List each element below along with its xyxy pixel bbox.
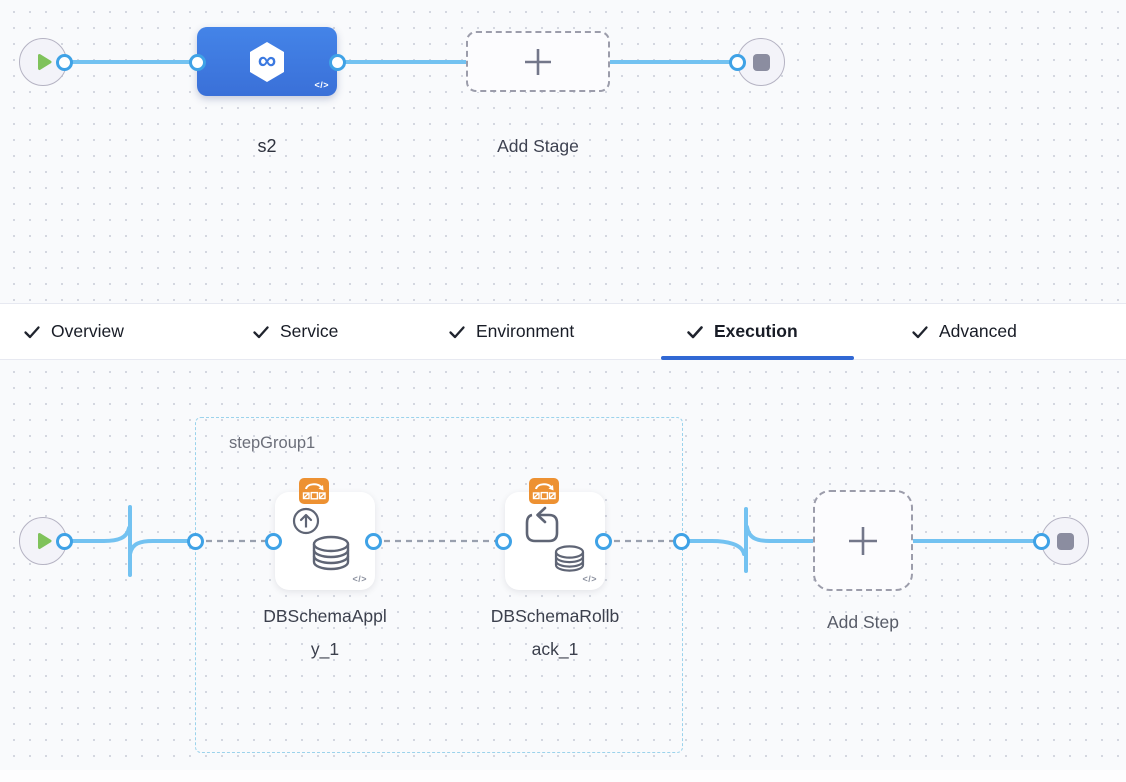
play-icon — [38, 533, 52, 549]
tab-label: Advanced — [939, 321, 1017, 341]
step-node-dbschemaapply[interactable]: </> — [275, 492, 375, 590]
connector-port[interactable] — [594, 532, 612, 550]
stage-node-s2[interactable]: ∞ </> — [197, 27, 337, 96]
add-stage-button[interactable] — [466, 31, 610, 92]
end-node — [737, 38, 785, 86]
connector-port[interactable] — [494, 532, 512, 550]
execution-graph-canvas[interactable]: stepGroup1 — [0, 360, 1126, 770]
connector-port[interactable] — [328, 53, 346, 71]
tab-label: Service — [280, 321, 339, 341]
active-tab-underline — [661, 356, 854, 360]
step-group-container — [195, 417, 683, 753]
connector-port[interactable] — [1032, 532, 1050, 550]
svg-text:∞: ∞ — [258, 45, 277, 75]
canvas-bottom-strip — [0, 770, 1126, 782]
tab-label: Overview — [51, 321, 124, 341]
stage-config-tab-bar: Overview Service Environment Execution A… — [0, 303, 1126, 360]
connector-port[interactable] — [672, 532, 690, 550]
plus-icon — [849, 526, 877, 555]
yaml-code-icon[interactable]: </> — [314, 80, 329, 90]
tab-label: Environment — [476, 321, 575, 341]
check-icon — [912, 325, 928, 338]
stage-graph-canvas[interactable]: ∞ </> s2 Add Stage — [0, 0, 1126, 303]
step-label: DBSchemaApply_1 — [263, 606, 387, 659]
yaml-code-icon[interactable]: </> — [582, 574, 597, 584]
connector-port[interactable] — [728, 53, 746, 71]
step-group-header: stepGroup1 — [212, 434, 315, 453]
db-schema-rollback-icon — [525, 506, 585, 572]
check-icon — [687, 325, 703, 338]
step-group-label: stepGroup1 — [229, 434, 316, 452]
connector-port[interactable] — [55, 53, 73, 71]
add-stage-label: Add Stage — [497, 136, 579, 156]
tab-advanced[interactable]: Advanced — [910, 304, 1017, 359]
tab-execution[interactable]: Execution — [685, 304, 798, 359]
check-icon — [449, 325, 465, 338]
db-schema-apply-icon — [292, 507, 350, 571]
execution-graph-edges — [62, 505, 1041, 577]
yaml-code-icon[interactable]: </> — [352, 574, 367, 584]
stage-graph-edges — [64, 60, 737, 64]
connector-port[interactable] — [364, 532, 382, 550]
step-label: DBSchemaRollback_1 — [490, 606, 620, 659]
tab-service[interactable]: Service — [251, 304, 338, 359]
step-node-dbschemarollback[interactable]: </> — [505, 492, 605, 590]
stop-icon — [752, 53, 770, 71]
add-step-label: Add Step — [827, 612, 899, 632]
play-icon — [38, 54, 52, 70]
connector-port[interactable] — [55, 532, 73, 550]
connector-port[interactable] — [188, 53, 206, 71]
rolling-step-badge-icon — [299, 478, 329, 504]
check-icon — [253, 325, 269, 338]
check-icon — [24, 325, 40, 338]
connector-port[interactable] — [186, 532, 204, 550]
plus-icon — [525, 48, 551, 75]
tab-overview[interactable]: Overview — [22, 304, 124, 359]
harness-pipeline-icon: ∞ — [250, 41, 284, 82]
stage-label: s2 — [257, 136, 277, 156]
stop-icon — [1056, 532, 1074, 550]
add-step-button[interactable] — [813, 490, 913, 591]
tab-environment[interactable]: Environment — [447, 304, 574, 359]
rolling-step-badge-icon — [529, 478, 559, 504]
connector-port[interactable] — [264, 532, 282, 550]
tab-label: Execution — [714, 321, 798, 341]
